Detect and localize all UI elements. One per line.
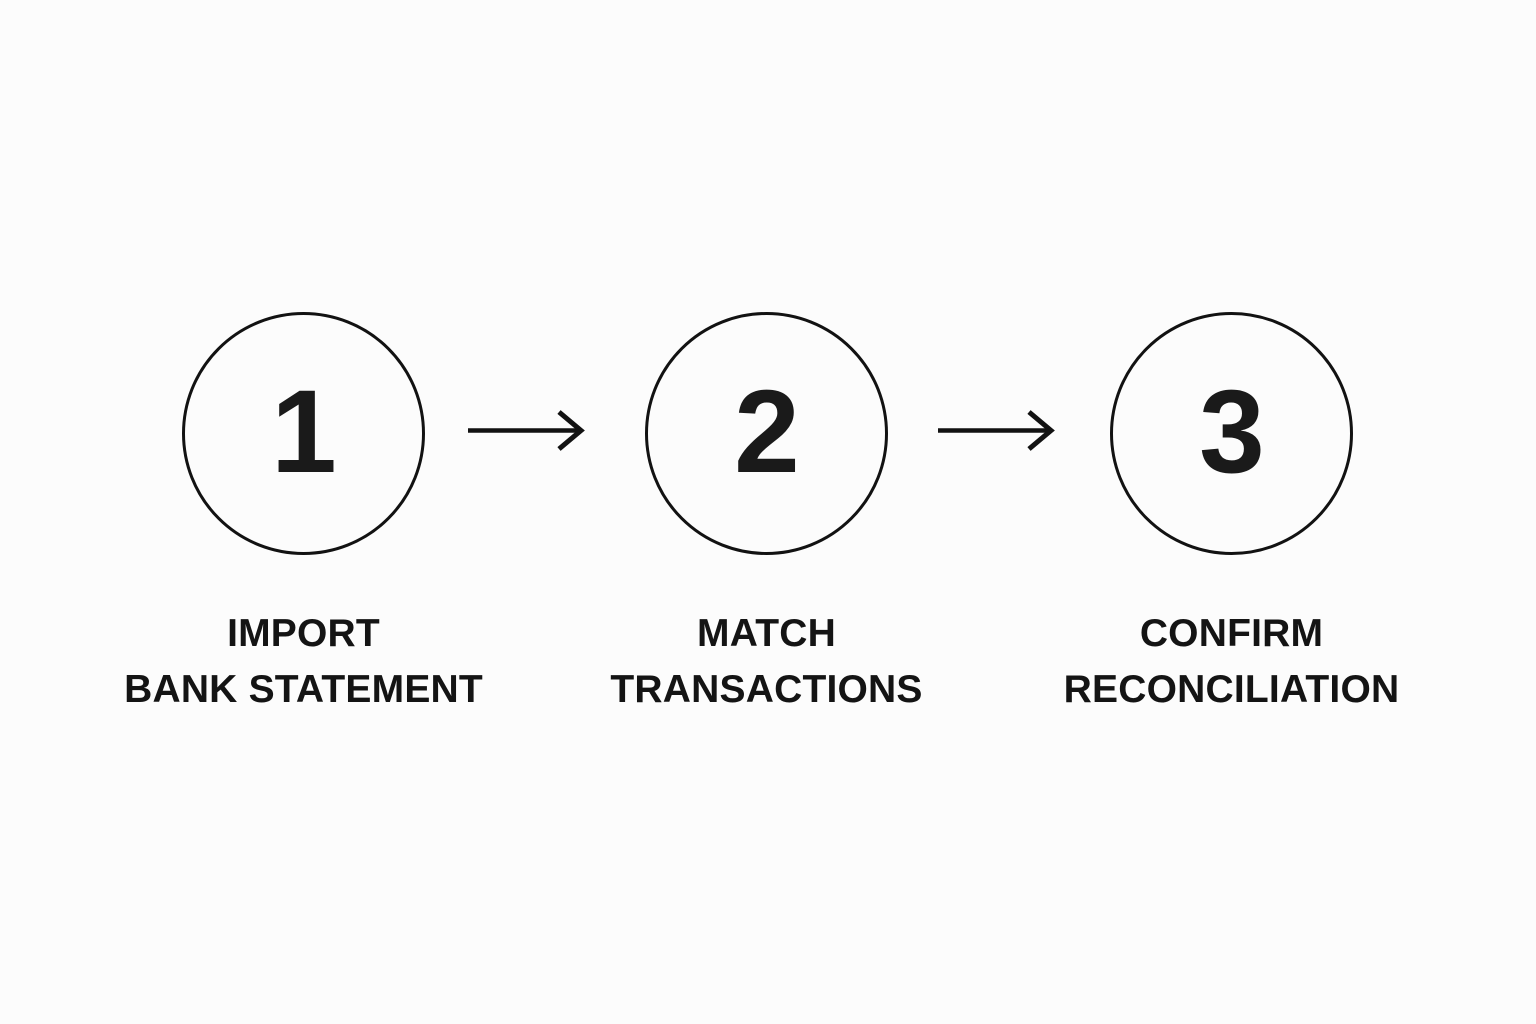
process-step-1: 1 IMPORT BANK STATEMENT [124,312,483,718]
step-2-label: MATCH TRANSACTIONS [610,606,922,718]
step-1-number: 1 [271,365,337,498]
connector-arrow-2 [933,409,1057,453]
step-1-circle: 1 [182,312,425,555]
arrow-right-icon [938,410,1055,451]
step-1-label-line-1: IMPORT [227,612,380,655]
process-step-3: 3 CONFIRM RECONCILIATION [1064,312,1399,718]
step-2-number: 2 [734,365,800,498]
connector-arrow-1 [463,409,587,453]
step-3-circle: 3 [1110,312,1353,555]
step-3-label-line-1: CONFIRM [1139,612,1324,655]
step-1-label: IMPORT BANK STATEMENT [124,606,483,718]
step-2-label-line-1: MATCH [697,612,836,655]
arrow-right-icon [468,410,585,451]
step-2-circle: 2 [645,312,888,555]
step-3-label-line-2: RECONCILIATION [1063,668,1400,711]
step-3-number: 3 [1199,365,1265,498]
step-2-label-line-2: TRANSACTIONS [610,668,923,711]
step-1-label-line-2: BANK STATEMENT [124,668,483,711]
process-step-2: 2 MATCH TRANSACTIONS [610,312,922,718]
step-3-label: CONFIRM RECONCILIATION [1064,606,1400,718]
